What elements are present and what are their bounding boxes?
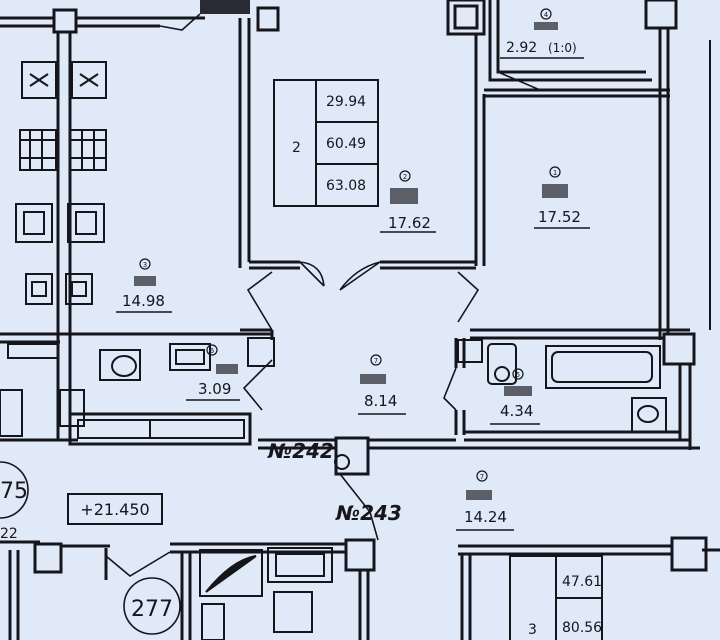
room-number-2: 2 [403, 173, 407, 181]
room-area-17-62: 17.62 [388, 214, 431, 232]
apartment-2-rooms-count: 3 [528, 622, 537, 638]
living-area-value: 29.94 [326, 94, 366, 110]
apartment-number-243: №243 [335, 501, 402, 525]
apartment-rooms-count: 2 [292, 140, 301, 156]
room-number-4: 4 [544, 11, 548, 19]
room-area-2-92: 2.92 [506, 40, 537, 56]
partial-value: 22 [0, 526, 18, 542]
level-mark-value: +21.450 [80, 500, 149, 519]
room-area-8-14: 8.14 [364, 392, 397, 410]
fixtures [0, 61, 667, 640]
room-number-8: 7 [480, 473, 484, 481]
apartment-number-275: 75 [0, 479, 28, 504]
total-area-balcony-value: 63.08 [326, 178, 366, 194]
room-label-17-52: 1 17.52 [534, 166, 590, 229]
room-number-6: 6 [210, 347, 214, 355]
apartment-number-277: 277 [131, 597, 173, 622]
level-mark: +21.450 [67, 493, 163, 525]
room-number-3: 3 [143, 261, 147, 269]
door-swings [105, 13, 562, 577]
room-label-8-14: 7 8.14 [358, 354, 406, 415]
apartment-2-total-area: 80.56 [562, 620, 602, 636]
room-area-4-34: 4.34 [500, 402, 533, 420]
room-area-14-24: 14.24 [464, 508, 507, 526]
apartment-circle-277: 277 [123, 577, 181, 635]
room-area-14-98: 14.98 [122, 292, 165, 310]
room-label-2-92: 4 2.92 (1:0) [500, 8, 584, 59]
room-area-3-09: 3.09 [198, 380, 231, 398]
room-number-5: 5 [516, 371, 520, 379]
room-number-7: 7 [374, 357, 378, 365]
apartment-number-242: №242 [267, 439, 334, 463]
apartment-2-living-area: 47.61 [562, 574, 602, 590]
room-label-4-34: 5 4.34 [490, 368, 540, 425]
apartment-info-table [273, 79, 379, 207]
room-label-17-62: 2 17.62 [380, 170, 436, 233]
apartment-circle-275: 75 22 [0, 461, 29, 542]
balcony-coefficient: (1:0) [548, 41, 577, 55]
total-area-value: 60.49 [326, 136, 366, 152]
room-number-1: 1 [553, 169, 557, 177]
apartment-info-table-2 [509, 555, 603, 640]
room-label-14-98: 3 14.98 [116, 258, 172, 313]
room-area-17-52: 17.52 [538, 208, 581, 226]
room-label-3-09: 6 3.09 [186, 344, 240, 401]
room-label-14-24: 7 14.24 [456, 470, 514, 531]
